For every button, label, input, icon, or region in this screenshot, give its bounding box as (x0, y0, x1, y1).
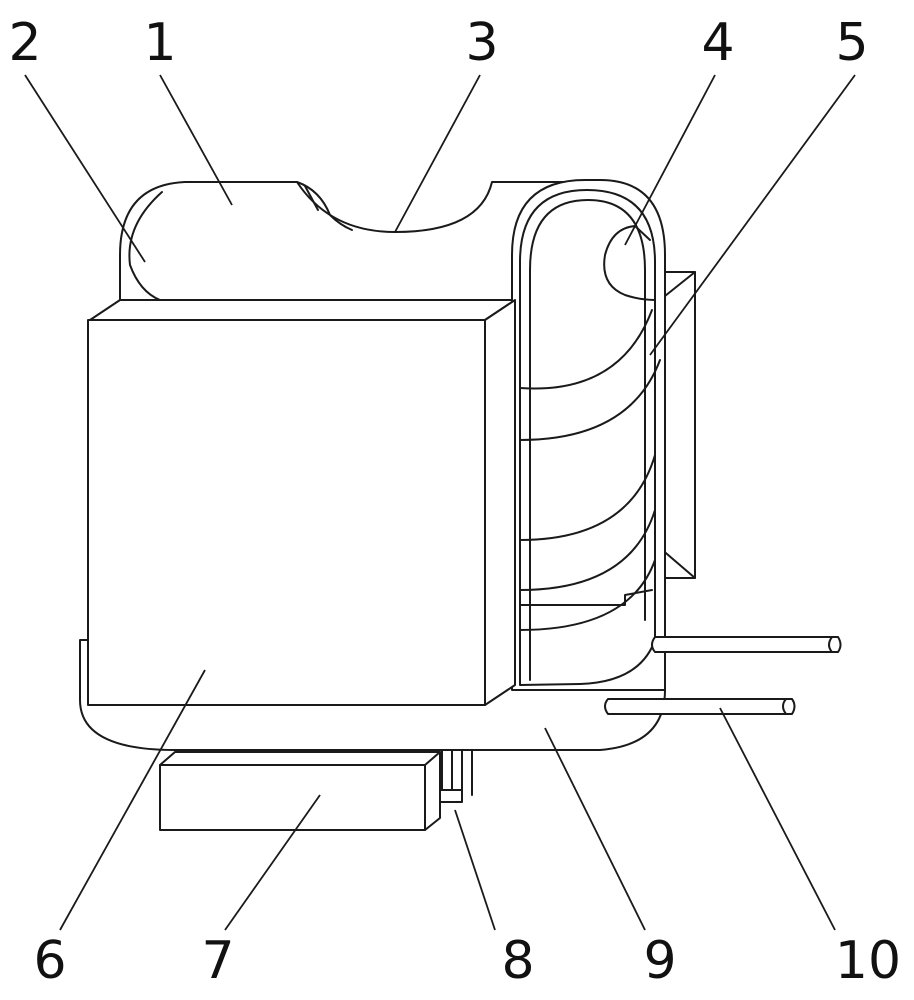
label-5: 5 (835, 13, 868, 73)
label-7: 7 (201, 931, 234, 991)
label-2: 2 (8, 13, 41, 73)
label-3: 3 (465, 13, 498, 73)
main-body (89, 181, 601, 321)
label-10: 10 (835, 931, 901, 991)
leader-lines (24, 74, 856, 931)
label-1: 1 (143, 13, 176, 73)
label-4: 4 (701, 13, 734, 73)
rods (604, 636, 842, 715)
arch-frame (511, 179, 666, 691)
label-8: 8 (501, 931, 534, 991)
bottom-box (159, 751, 441, 831)
label-6: 6 (33, 931, 66, 991)
label-9: 9 (643, 931, 676, 991)
front-panel (87, 299, 516, 706)
